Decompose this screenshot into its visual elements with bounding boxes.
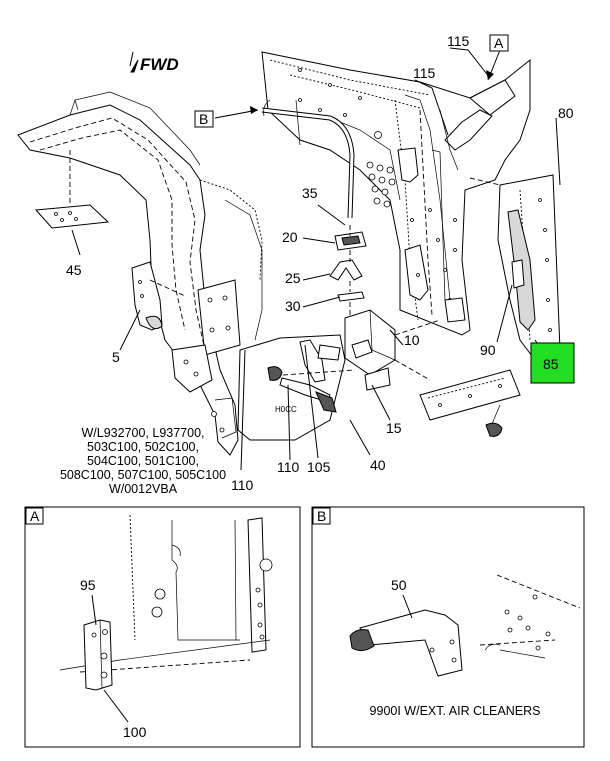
callout-10: 10 <box>404 332 420 348</box>
view-tag-a <box>489 34 509 52</box>
detail-view-b: B <box>311 506 585 748</box>
mount-plate: H0CC <box>237 334 346 441</box>
side-plate <box>419 369 521 437</box>
svg-text:504C100, 501C100,: 504C100, 501C100, <box>87 454 199 468</box>
svg-text:W/0012VBA: W/0012VBA <box>109 482 178 496</box>
callout-15: 15 <box>386 420 402 436</box>
fwd-label: FWD <box>140 55 179 74</box>
callout-110-right: 110 <box>277 459 300 475</box>
callout-115: 115 <box>413 65 436 81</box>
plate-45 <box>34 204 110 229</box>
strip-30 <box>337 291 365 302</box>
cab-panel <box>261 51 531 336</box>
callout-95: 95 <box>80 577 96 593</box>
part-stamp: H0CC <box>275 405 297 414</box>
fwd-arrow-icon <box>129 51 139 73</box>
svg-text:B: B <box>199 111 208 127</box>
view-b-caption: 9900I W/EXT. AIR CLEANERS <box>370 704 541 718</box>
tray-10 <box>344 309 396 391</box>
frame-rail <box>17 91 263 456</box>
callout-110-left: 110 <box>231 477 254 493</box>
callout-20: 20 <box>282 229 298 245</box>
callout-30: 30 <box>285 298 301 314</box>
callout-80: 80 <box>558 105 574 121</box>
callout-leaders <box>71 47 561 471</box>
applicability-note: W/L932700, L937700, 503C100, 502C100, 50… <box>60 426 226 496</box>
callout-100: 100 <box>123 724 147 740</box>
panel-holes <box>298 68 457 302</box>
callout-5: 5 <box>112 349 120 365</box>
svg-text:508C100, 507C100, 505C100: 508C100, 507C100, 505C100 <box>60 468 226 482</box>
callout-50: 50 <box>391 577 407 593</box>
svg-text:A: A <box>494 35 504 51</box>
callout-85-highlight <box>530 342 575 384</box>
view-tag-b <box>194 110 214 128</box>
callout-115-top: 115 <box>447 33 470 49</box>
svg-text:W/L932700, L937700,: W/L932700, L937700, <box>81 426 204 440</box>
callout-90: 90 <box>480 342 496 358</box>
callout-85: 85 <box>543 356 559 372</box>
detail-view-a: A <box>24 506 301 748</box>
callout-35: 35 <box>302 185 318 201</box>
svg-text:A: A <box>30 508 40 524</box>
callout-45: 45 <box>66 262 82 278</box>
callout-105: 105 <box>307 459 331 475</box>
svg-text:503C100, 502C100,: 503C100, 502C100, <box>87 440 199 454</box>
callout-40: 40 <box>370 457 386 473</box>
svg-text:B: B <box>317 508 326 524</box>
callout-25: 25 <box>285 270 301 286</box>
bracket-25 <box>329 259 363 281</box>
